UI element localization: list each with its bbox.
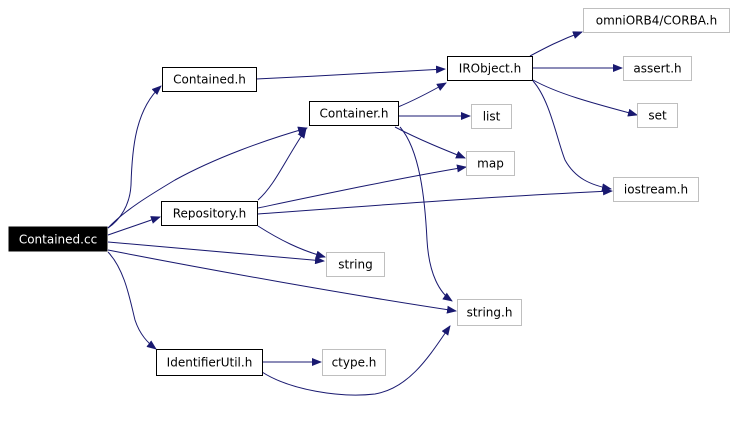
node-label: IdentifierUtil.h [167,356,253,370]
node-contained-cc[interactable]: Contained.cc [8,226,108,252]
node-label: assert.h [633,62,681,76]
node-label: omniORB4/CORBA.h [596,14,717,28]
edge-contained-cc-to-repository-h [107,216,161,236]
edge-container-h-to-irobject-h [397,82,447,108]
node-label: map [477,157,504,171]
edge-contained-cc-to-string-h [107,249,457,314]
edge-container-h-to-map [394,126,466,159]
node-identifierutil-h[interactable]: IdentifierUtil.h [156,349,263,376]
node-label: ctype.h [332,356,377,370]
node-label: Container.h [320,107,389,121]
node-string-h[interactable]: string.h [457,299,522,326]
edge-repository-h-to-string [257,225,326,259]
node-label: IRObject.h [459,62,521,76]
node-repository-h[interactable]: Repository.h [161,201,258,226]
edge-contained-cc-to-contained-h [107,85,162,229]
node-label: string.h [467,306,513,320]
node-label: Repository.h [173,207,247,221]
node-container-h[interactable]: Container.h [309,101,399,126]
node-assert-h[interactable]: assert.h [623,56,692,81]
node-set[interactable]: set [637,103,678,128]
node-contained-h[interactable]: Contained.h [162,67,257,92]
edge-contained-cc-to-container-h [107,126,308,229]
edge-irobject-h-to-iostream-h [532,80,612,192]
node-label: Contained.h [173,73,246,87]
node-label: set [648,109,667,123]
node-label: string [338,258,372,272]
node-map[interactable]: map [466,151,515,176]
edge-irobject-h-to-set [532,79,638,117]
edge-irobject-h-to-omniorb [529,31,583,57]
node-label: iostream.h [624,183,688,197]
edge-contained-h-to-irobject-h [255,65,446,80]
edge-identifierutil-h-to-string-h [261,325,451,396]
node-string[interactable]: string [326,252,385,277]
edge-contained-cc-to-string [107,241,325,265]
edge-container-h-to-string-h [399,126,453,302]
edge-repository-h-to-container-h [257,128,307,201]
edge-contained-cc-to-identifierutil-h [107,251,157,350]
edge-repository-h-to-iostream-h [257,187,613,215]
node-irobject-h[interactable]: IRObject.h [447,56,533,81]
node-label: Contained.cc [19,233,97,247]
node-omniorb-corba-h[interactable]: omniORB4/CORBA.h [583,8,730,33]
node-iostream-h[interactable]: iostream.h [613,177,699,202]
node-label: list [483,110,501,124]
node-ctype-h[interactable]: ctype.h [322,349,386,376]
node-list[interactable]: list [471,104,512,129]
edge-repository-h-to-map [257,164,467,209]
